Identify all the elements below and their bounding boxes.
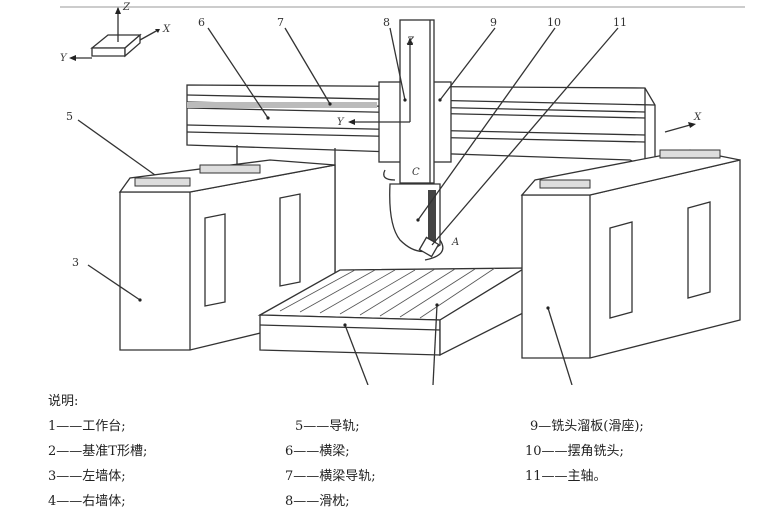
leader-lines xyxy=(77,27,619,385)
legend-item: 10——摆角铣头; xyxy=(525,444,624,459)
worktable xyxy=(257,266,528,357)
legend-item: 2——基准T形槽; xyxy=(48,444,148,459)
coordinate-axis-icon: Z X Y xyxy=(60,2,171,64)
svg-text:A: A xyxy=(451,237,459,248)
callout-8: 8 xyxy=(383,16,390,29)
svg-text:Z: Z xyxy=(122,2,131,13)
legend-item: 9—铣头溜板(滑座); xyxy=(530,419,644,434)
svg-text:X: X xyxy=(693,112,702,123)
callout-3: 3 xyxy=(72,256,79,269)
svg-text:Z: Z xyxy=(406,36,415,47)
legend-item: 11——主轴。 xyxy=(525,469,607,484)
svg-text:C: C xyxy=(412,167,420,178)
callout-5: 5 xyxy=(66,110,73,123)
svg-text:X: X xyxy=(162,24,171,35)
legend-title: 说明: xyxy=(48,394,79,409)
legend-item: 6——横梁; xyxy=(285,444,350,459)
callout-6: 6 xyxy=(198,16,205,29)
leader-dots xyxy=(138,98,550,327)
callout-11: 11 xyxy=(613,16,627,29)
callout-9: 9 xyxy=(490,16,497,29)
gantry-milling-machine-diagram: Z X Y xyxy=(60,2,745,385)
ram-and-head: Z Y C A xyxy=(337,19,459,261)
svg-text:Y: Y xyxy=(337,117,345,128)
legend-item: 1——工作台; xyxy=(48,419,126,434)
callout-10: 10 xyxy=(547,16,561,29)
right-wall: X xyxy=(520,112,741,359)
legend-item: 7——横梁导轨; xyxy=(285,469,376,484)
legend-item: 8——滑枕; xyxy=(285,494,350,509)
legend-item: 4——右墙体; xyxy=(48,494,126,509)
svg-text:Y: Y xyxy=(60,53,68,64)
legend-item: 3——左墙体; xyxy=(48,469,126,484)
callout-7: 7 xyxy=(277,16,284,29)
callout-numbers: 1 2 3 4 5 6 7 8 9 10 11 xyxy=(66,16,627,269)
legend-item: 5——导轨; xyxy=(295,419,360,434)
